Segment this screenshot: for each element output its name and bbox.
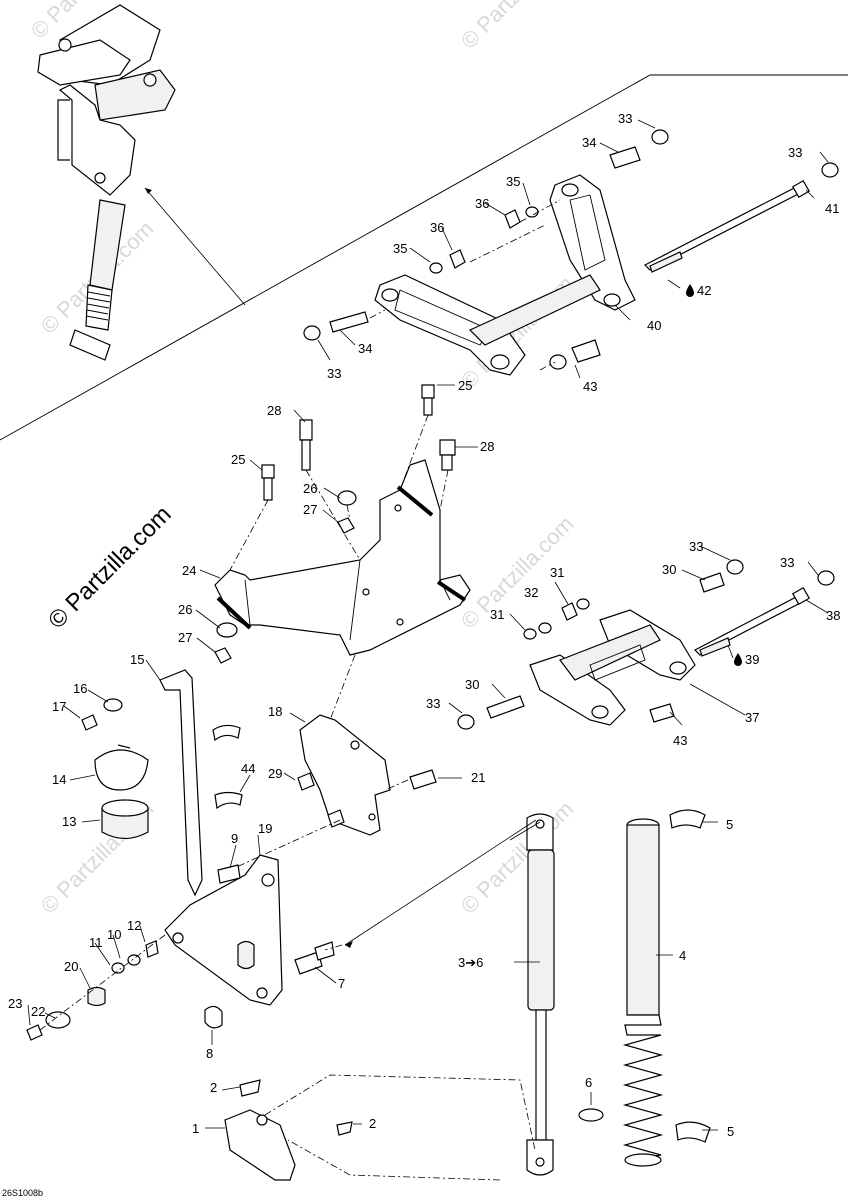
callout-label: 35	[506, 174, 520, 189]
bracket-plate-24	[214, 384, 471, 664]
assembly-overview	[37, 4, 246, 361]
callout-label: 11	[89, 935, 103, 950]
callout-labels: 33 34 35 36 33 41 35 36 42 34 40 33 43 2…	[8, 111, 840, 1139]
linkage-rod-15	[81, 669, 243, 897]
callout-label: 18	[268, 704, 282, 719]
callout-label: 28	[267, 403, 281, 418]
protective-boot-4	[622, 809, 711, 1167]
callout-label: 13	[62, 814, 76, 829]
callout-label: 31	[490, 607, 504, 622]
callout-label: 36	[475, 196, 489, 211]
callout-label: 2	[210, 1080, 217, 1095]
side-plate-19	[26, 854, 343, 1041]
callout-label: 3➔6	[458, 955, 483, 970]
callout-label: 25	[231, 452, 245, 467]
callout-label: 37	[745, 710, 759, 725]
drop-icon	[686, 284, 694, 297]
mount-bracket-18	[229, 654, 437, 871]
callout-label: 40	[647, 318, 661, 333]
callout-label: 21	[471, 770, 485, 785]
callout-label: 22	[31, 1004, 45, 1019]
callout-label: 43	[673, 733, 687, 748]
callout-label: 4	[679, 948, 686, 963]
callout-label: 41	[825, 201, 839, 216]
callout-label: 34	[358, 341, 372, 356]
callout-label: 26	[178, 602, 192, 617]
lubricant-callout: 39	[734, 652, 759, 667]
callout-label: 33	[426, 696, 440, 711]
diagram-code: 26S1008b	[2, 1188, 43, 1198]
callout-label: 39	[745, 652, 759, 667]
callout-label: 27	[178, 630, 192, 645]
callout-label: 9	[231, 831, 238, 846]
callout-label: 25	[458, 378, 472, 393]
callout-label: 19	[258, 821, 272, 836]
watermark-main: © Partzilla.com	[43, 501, 176, 634]
drop-icon	[734, 653, 742, 666]
callout-label: 23	[8, 996, 22, 1011]
lower-arm-37	[457, 559, 835, 730]
callout-label: 33	[689, 539, 703, 554]
callout-label: 33	[788, 145, 802, 160]
callout-label: 7	[338, 976, 345, 991]
callout-label: 5	[726, 817, 733, 832]
callout-label: 14	[52, 772, 66, 787]
callout-label: 10	[107, 927, 121, 942]
upper-arm-40	[303, 129, 839, 376]
callout-label: 1	[192, 1121, 199, 1136]
callout-label: 31	[550, 565, 564, 580]
callout-label: 30	[662, 562, 676, 577]
lower-bracket-1	[224, 819, 537, 1181]
callout-label: 36	[430, 220, 444, 235]
shock-absorber-3	[526, 813, 604, 1176]
lubricant-callout: 42	[686, 283, 711, 298]
callout-label: 42	[697, 283, 711, 298]
callout-label: 30	[465, 677, 479, 692]
callout-label: 43	[583, 379, 597, 394]
callout-label: 38	[826, 608, 840, 623]
callout-label: 20	[64, 959, 78, 974]
callout-label: 33	[780, 555, 794, 570]
callout-label: 12	[127, 918, 141, 933]
callout-label: 2	[369, 1116, 376, 1131]
callout-label: 26	[303, 481, 317, 496]
watermark-text: © Partzilla.com	[456, 0, 579, 54]
callout-label: 28	[480, 439, 494, 454]
watermark-text: © Partzilla.com	[456, 796, 579, 919]
callout-label: 17	[52, 699, 66, 714]
callout-label: 16	[73, 681, 87, 696]
callout-label: 27	[303, 502, 317, 517]
callout-label: 15	[130, 652, 144, 667]
section-divider	[0, 74, 848, 441]
callout-label: 6	[585, 1075, 592, 1090]
callout-label: 29	[268, 766, 282, 781]
callout-label: 24	[182, 563, 196, 578]
callout-label: 33	[618, 111, 632, 126]
leader-lines	[27, 119, 829, 1131]
callout-label: 5	[727, 1124, 734, 1139]
callout-label: 35	[393, 241, 407, 256]
callout-label: 44	[241, 761, 255, 776]
callout-label: 34	[582, 135, 596, 150]
callout-label: 8	[206, 1046, 213, 1061]
callout-label: 33	[327, 366, 341, 381]
callout-label: 32	[524, 585, 538, 600]
